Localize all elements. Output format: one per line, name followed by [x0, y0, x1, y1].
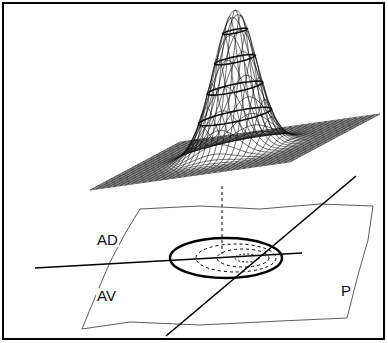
ground-plane: [82, 204, 373, 329]
axis-line: [166, 176, 356, 336]
mesh-line: [207, 81, 262, 95]
mesh-line: [135, 10, 335, 166]
mesh-line: [237, 121, 327, 169]
mesh-line: [108, 140, 198, 188]
mesh-line: [196, 15, 286, 175]
frame: [3, 3, 384, 339]
dashed-contour: [217, 249, 269, 267]
mesh-line: [249, 120, 339, 168]
mesh-line: [155, 127, 245, 181]
mesh-line: [131, 136, 221, 184]
region-label: P: [340, 283, 352, 298]
mesh-line: [132, 17, 332, 167]
mesh-line: [261, 118, 351, 166]
dashed-contour: [235, 254, 259, 262]
mesh-line: [124, 87, 324, 172]
mesh-line: [178, 34, 268, 177]
mesh-line: [284, 115, 374, 163]
mesh-line: [202, 31, 292, 175]
projection-line: [222, 186, 223, 254]
mesh-line: [272, 117, 362, 165]
mesh-line: [199, 107, 272, 126]
region-label: AD: [96, 232, 119, 247]
mesh-line: [219, 100, 309, 172]
mesh-line: [119, 138, 209, 186]
mesh-line: [290, 114, 380, 162]
mesh-line: [125, 137, 215, 185]
mesh-line: [214, 78, 304, 173]
mesh-line: [278, 116, 368, 164]
ellipse-outline: [170, 238, 282, 278]
dashed-contour: [196, 244, 276, 272]
mesh-line: [190, 10, 280, 176]
mesh-line: [255, 119, 345, 167]
mesh-line: [243, 121, 333, 169]
region-label: AV: [96, 288, 117, 303]
mesh-line: [223, 28, 248, 34]
mesh-line: [138, 15, 338, 165]
mesh-line: [215, 55, 256, 65]
mesh-line: [137, 135, 227, 183]
mesh-line: [90, 142, 180, 190]
mesh-line: [231, 122, 321, 170]
mesh-line: [130, 35, 330, 168]
mesh-line: [102, 140, 192, 188]
mesh-line: [267, 117, 357, 165]
mesh-line: [208, 53, 298, 173]
gaussian-mesh: [90, 10, 380, 190]
